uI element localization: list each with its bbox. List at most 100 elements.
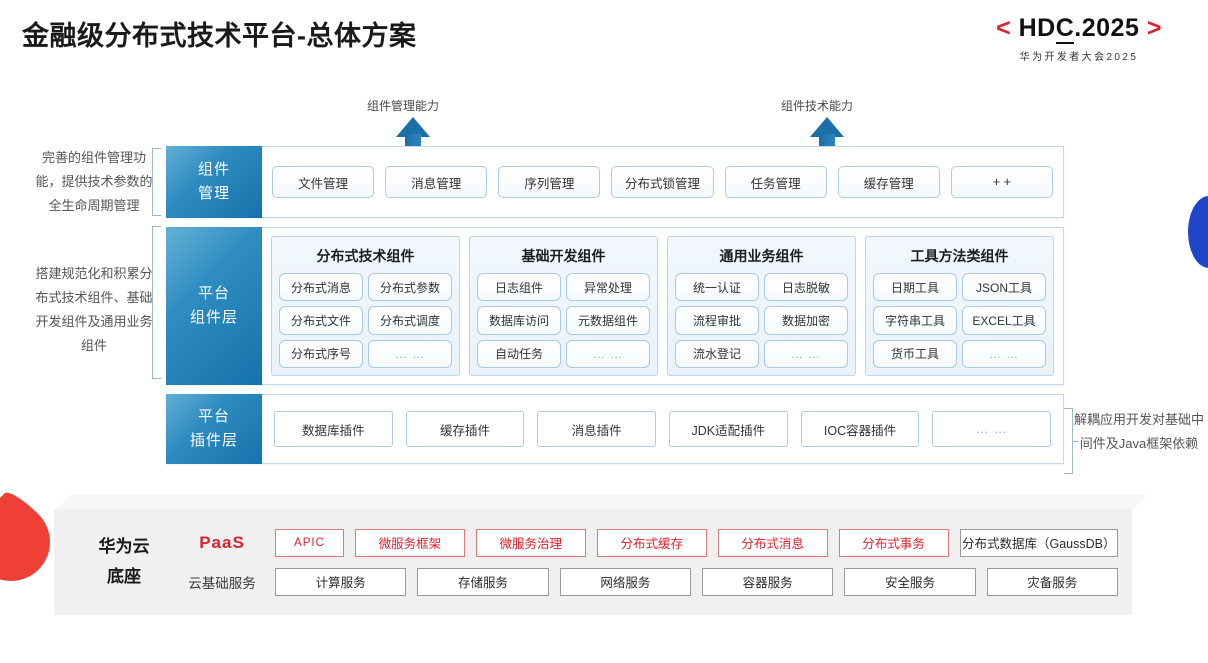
chip-add-more[interactable]: + +: [950, 166, 1053, 198]
cell-log-component[interactable]: 日志组件: [477, 273, 561, 302]
plug-jdk-adapter-plugin[interactable]: JDK适配插件: [669, 411, 788, 447]
brace-left-top: [152, 148, 161, 216]
base-row-iaas: 云基础服务 计算服务 存储服务 网络服务 容器服务 安全服务 灾备服务: [180, 567, 1118, 596]
band-label-line1: 平台: [197, 285, 230, 302]
chip-distributed-lock-management[interactable]: 分布式锁管理: [611, 166, 714, 198]
page-title: 金融级分布式技术平台-总体方案: [22, 21, 417, 51]
cell-data-encryption[interactable]: 数据加密: [764, 306, 848, 335]
cell-distributed-schedule[interactable]: 分布式调度: [368, 306, 452, 335]
base-title: 华为云 底座: [68, 532, 180, 592]
row-tag-paas: PaaS: [199, 532, 245, 552]
cell-more-ellipsis[interactable]: … …: [764, 339, 848, 368]
cell-string-tool[interactable]: 字符串工具: [873, 306, 957, 335]
band-platform-component-layer: 平台 组件层 分布式技术组件 分布式消息 分布式参数 分布式文件 分布式调度 分…: [166, 227, 1064, 385]
cell-more-ellipsis[interactable]: … …: [368, 339, 452, 368]
cell-json-tool[interactable]: JSON工具: [962, 273, 1046, 302]
arrow-label-management: 组件管理能力: [367, 99, 440, 113]
service-storage[interactable]: 存储服务: [417, 567, 549, 596]
group-title: 基础开发组件: [521, 248, 606, 264]
service-disaster-recovery[interactable]: 灾备服务: [986, 567, 1118, 596]
brace-tick: [146, 302, 152, 303]
blue-lens-decoration: [1188, 196, 1208, 268]
cell-distributed-parameter[interactable]: 分布式参数: [368, 273, 452, 302]
cell-unified-authentication[interactable]: 统一认证: [675, 273, 759, 302]
chip-task-management[interactable]: 任务管理: [724, 166, 827, 198]
brace-right: [1064, 408, 1073, 474]
plug-database-plugin[interactable]: 数据库插件: [274, 411, 393, 447]
service-security[interactable]: 安全服务: [844, 567, 976, 596]
band-body-platform-component-layer: 分布式技术组件 分布式消息 分布式参数 分布式文件 分布式调度 分布式序号 … …: [262, 228, 1063, 384]
hdc-text-post: .2025: [1074, 14, 1140, 42]
base-content: 华为云 底座 PaaS APIC 微服务框架 微服务治理 分布式缓存 分布式消息…: [54, 509, 1132, 615]
service-microservice-framework[interactable]: 微服务框架: [354, 528, 465, 557]
hdc-text-pre: HD: [1018, 14, 1056, 42]
cell-currency-tool[interactable]: 货币工具: [873, 339, 957, 368]
band-label-line1: 平台: [197, 408, 230, 425]
plug-ioc-container-plugin[interactable]: IOC容器插件: [800, 411, 920, 447]
cell-distributed-message[interactable]: 分布式消息: [279, 273, 363, 302]
service-distributed-database-gaussdb[interactable]: 分布式数据库（GaussDB）: [959, 528, 1118, 557]
band-component-management: 组件 管理 文件管理 消息管理 序列管理 分布式锁管理 任务管理 缓存管理 + …: [166, 146, 1064, 218]
annotation-right: 解耦应用开发对基础中间件及Java框架依赖: [1074, 412, 1205, 451]
band-platform-plugin-layer: 平台 插件层 数据库插件 缓存插件 消息插件 JDK适配插件 IOC容器插件 ……: [166, 394, 1064, 464]
hdc-bracket-left: <: [996, 14, 1012, 42]
cell-more-ellipsis[interactable]: … …: [566, 339, 650, 368]
cell-database-access[interactable]: 数据库访问: [477, 306, 561, 335]
cell-exception-handling[interactable]: 异常处理: [566, 273, 650, 302]
hdc-logo: < HDC.2025 > 华为开发者大会2025: [964, 14, 1194, 63]
service-apic[interactable]: APIC: [275, 528, 344, 557]
cell-process-approval[interactable]: 流程审批: [675, 306, 759, 335]
group-basic-development-components: 基础开发组件 日志组件 异常处理 数据库访问 元数据组件 自动任务 … …: [469, 236, 658, 376]
plug-cache-plugin[interactable]: 缓存插件: [405, 411, 525, 447]
cell-transaction-registration[interactable]: 流水登记: [675, 339, 759, 368]
group-grid: 统一认证 日志脱敏 流程审批 数据加密 流水登记 … …: [675, 273, 848, 368]
service-distributed-message[interactable]: 分布式消息: [717, 528, 828, 557]
annotation-left-top: 完善的组件管理功能，提供技术参数的全生命周期管理: [35, 150, 153, 213]
group-title: 工具方法类组件: [910, 248, 1009, 264]
base-panel: [54, 509, 1132, 615]
base-title-line2: 底座: [107, 567, 141, 586]
arrow-head: [810, 117, 844, 137]
arrow-head: [396, 117, 430, 137]
service-microservice-governance[interactable]: 微服务治理: [475, 528, 586, 557]
service-network[interactable]: 网络服务: [559, 567, 691, 596]
band-label-platform-component-layer: 平台 组件层: [166, 227, 262, 385]
brace-left-bottom: [152, 226, 161, 379]
hdc-logo-main: < HDC.2025 >: [964, 14, 1194, 44]
chip-sequence-management[interactable]: 序列管理: [498, 166, 601, 198]
chip-message-management[interactable]: 消息管理: [385, 166, 488, 198]
cell-distributed-sequence[interactable]: 分布式序号: [279, 339, 363, 368]
hdc-logo-subtitle: 华为开发者大会2025: [1019, 52, 1139, 63]
cell-more-ellipsis[interactable]: … …: [962, 339, 1046, 368]
cell-automatic-task[interactable]: 自动任务: [477, 339, 561, 368]
plug-message-plugin[interactable]: 消息插件: [537, 411, 657, 447]
cell-date-tool[interactable]: 日期工具: [873, 273, 957, 302]
base-row-paas: PaaS APIC 微服务框架 微服务治理 分布式缓存 分布式消息 分布式事务 …: [180, 528, 1118, 557]
cell-distributed-file[interactable]: 分布式文件: [279, 306, 363, 335]
group-grid: 日志组件 异常处理 数据库访问 元数据组件 自动任务 … …: [477, 273, 650, 368]
service-distributed-cache[interactable]: 分布式缓存: [596, 528, 707, 557]
band-label-line2: 插件层: [189, 432, 238, 449]
band-body-component-management: 文件管理 消息管理 序列管理 分布式锁管理 任务管理 缓存管理 + +: [262, 147, 1063, 217]
service-container[interactable]: 容器服务: [701, 567, 834, 596]
brace-tick: [146, 181, 152, 182]
hdc-bracket-right: >: [1146, 14, 1162, 42]
base-title-line1: 华为云: [98, 537, 150, 556]
service-compute[interactable]: 计算服务: [275, 567, 407, 596]
chip-file-management[interactable]: 文件管理: [272, 166, 375, 198]
plug-more-ellipsis[interactable]: … …: [932, 411, 1052, 447]
base-top-bevel: [54, 495, 1148, 511]
band-label-line2: 组件层: [189, 309, 238, 326]
brace-tick: [1073, 441, 1079, 442]
chip-cache-management[interactable]: 缓存管理: [837, 166, 940, 198]
cell-metadata-component[interactable]: 元数据组件: [566, 306, 650, 335]
cell-log-desensitization[interactable]: 日志脱敏: [764, 273, 848, 302]
architecture-stack: 组件 管理 文件管理 消息管理 序列管理 分布式锁管理 任务管理 缓存管理 + …: [166, 146, 1064, 464]
band-label-component-management: 组件 管理: [166, 146, 262, 218]
cell-excel-tool[interactable]: EXCEL工具: [962, 306, 1046, 335]
service-distributed-transaction[interactable]: 分布式事务: [838, 528, 949, 557]
band-body-platform-plugin-layer: 数据库插件 缓存插件 消息插件 JDK适配插件 IOC容器插件 … …: [262, 395, 1063, 463]
group-grid: 日期工具 JSON工具 字符串工具 EXCEL工具 货币工具 … …: [873, 273, 1046, 368]
band-label-platform-plugin-layer: 平台 插件层: [166, 394, 262, 464]
